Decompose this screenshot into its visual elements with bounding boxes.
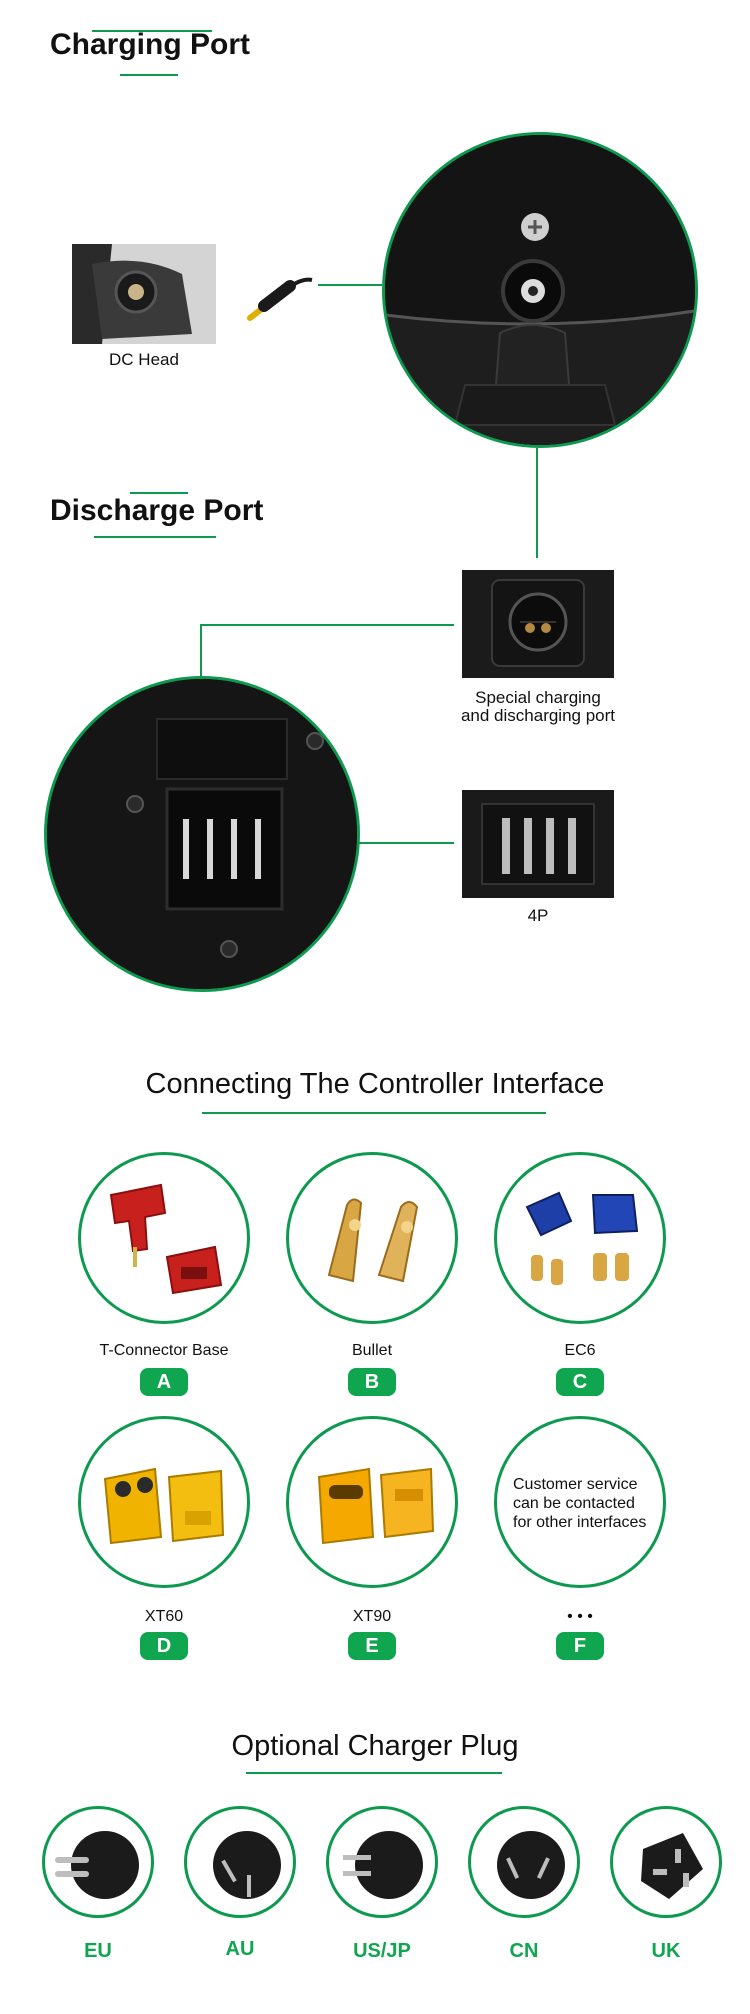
dc-head-photo xyxy=(72,244,216,344)
connector-label-b: Bullet xyxy=(351,1342,393,1359)
four-pin-photo xyxy=(462,790,614,898)
connector-label-f: • • • xyxy=(567,1608,593,1625)
connector-line-dc xyxy=(318,284,382,286)
discharge-port-title: Discharge Port xyxy=(50,494,264,527)
plug-title-underline xyxy=(246,1772,502,1774)
controller-interface-title: Connecting The Controller Interface xyxy=(145,1068,605,1100)
connector-label-d: XT60 xyxy=(144,1608,184,1625)
connector-circle-other: Customer service can be contacted for ot… xyxy=(494,1416,666,1588)
plug-label-uk: UK xyxy=(651,1940,681,1962)
charging-port-title: Charging Port xyxy=(50,28,250,61)
title-accent-top xyxy=(92,30,212,32)
charger-plug-title: Optional Charger Plug xyxy=(231,1730,519,1762)
badge-e: E xyxy=(348,1632,396,1660)
special-port-photo xyxy=(462,570,614,678)
plug-label-au: AU xyxy=(225,1938,255,1960)
connector-line-vertical xyxy=(536,448,538,558)
connector-circle-xt60 xyxy=(78,1416,250,1588)
badge-a: A xyxy=(140,1368,188,1396)
connector-circle-t xyxy=(78,1152,250,1324)
badge-b: B xyxy=(348,1368,396,1396)
charging-port-closeup xyxy=(382,132,698,448)
title-accent-top-2 xyxy=(130,492,188,494)
controller-title-underline xyxy=(202,1112,546,1114)
connector-line-4p xyxy=(358,842,454,844)
plug-circle-cn xyxy=(468,1806,580,1918)
connector-circle-bullet xyxy=(286,1152,458,1324)
special-port-caption-1: Special charging xyxy=(475,688,601,707)
plug-circle-uk xyxy=(610,1806,722,1918)
title-accent-bottom xyxy=(120,74,178,76)
badge-c: C xyxy=(556,1368,604,1396)
plug-circle-eu xyxy=(42,1806,154,1918)
plug-circle-au xyxy=(184,1806,296,1918)
plug-label-eu: EU xyxy=(84,1940,112,1962)
dc-plug-icon xyxy=(247,277,313,321)
plug-label-usjp: US/JP xyxy=(353,1940,411,1962)
title-accent-bottom-2 xyxy=(94,536,216,538)
special-port-caption-2: and discharging port xyxy=(460,706,616,725)
connector-label-c: EC6 xyxy=(564,1342,596,1359)
badge-d: D xyxy=(140,1632,188,1660)
connector-circle-xt90 xyxy=(286,1416,458,1588)
four-pin-caption: 4P xyxy=(527,906,549,925)
plug-circle-usjp xyxy=(326,1806,438,1918)
badge-f: F xyxy=(556,1632,604,1660)
discharge-port-closeup xyxy=(44,676,360,992)
dc-head-caption: DC Head xyxy=(109,350,179,369)
connector-label-e: XT90 xyxy=(352,1608,392,1625)
connector-label-a: T-Connector Base xyxy=(99,1342,229,1359)
customer-service-note: Customer service can be contacted for ot… xyxy=(513,1476,647,1531)
plug-label-cn: CN xyxy=(509,1940,539,1962)
connector-line-special xyxy=(202,624,454,626)
connector-line-down xyxy=(200,624,202,680)
connector-circle-ec6 xyxy=(494,1152,666,1324)
